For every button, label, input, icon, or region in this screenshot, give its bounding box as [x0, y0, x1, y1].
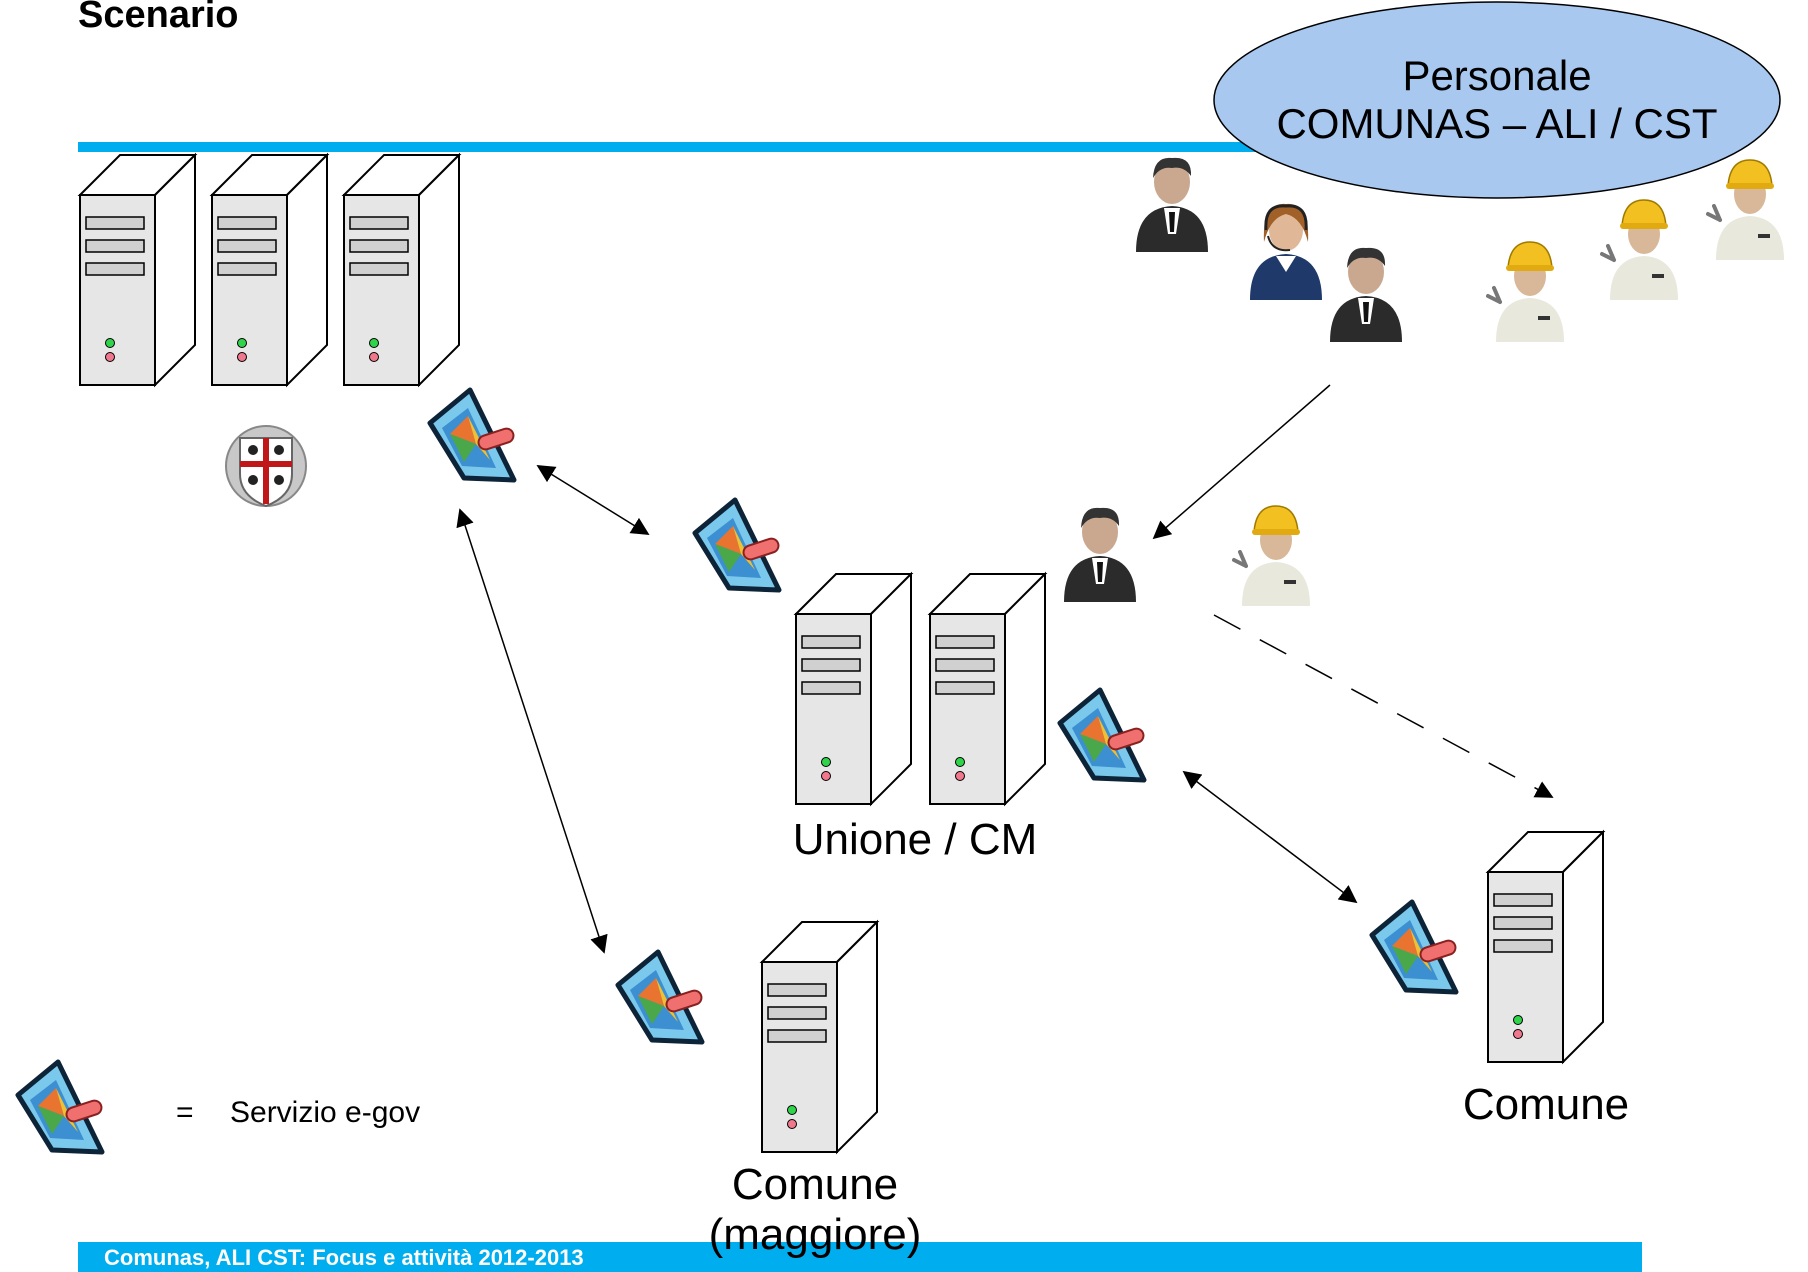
legend-label: Servizio e-gov: [230, 1096, 421, 1129]
egov-service-icon: [430, 390, 515, 480]
link-support-dashed: [1213, 614, 1554, 798]
egov-service-icon: [695, 500, 780, 590]
link-region-comune-maggiore: [456, 508, 608, 954]
link-unione-comune: [1182, 770, 1358, 904]
region-servers: [79, 154, 460, 386]
link-staff-assign: [1152, 384, 1331, 540]
egov-service-icon: [1372, 902, 1457, 992]
label-comune: Comune: [1462, 1080, 1630, 1129]
server-icon: [343, 154, 460, 386]
staff-bubble-text: Personale COMUNAS – ALI / CST: [1214, 52, 1780, 148]
server-icon: [929, 573, 1046, 805]
server-icon: [761, 921, 878, 1153]
worker-icon: [1600, 198, 1680, 302]
server-icon: [211, 154, 328, 386]
server-icon: [79, 154, 196, 386]
person-icon: [1064, 507, 1136, 602]
coat-of-arms-icon: [225, 425, 307, 508]
worker-icon: [1706, 158, 1786, 262]
legend-egov-icon: [18, 1062, 103, 1152]
header-bar: [78, 142, 1298, 152]
staff-bubble-line2: COMUNAS – ALI / CST: [1276, 100, 1718, 147]
footer-text: Comunas, ALI CST: Focus e attività 2012-…: [104, 1245, 584, 1270]
egov-service-icon: [618, 952, 703, 1042]
label-comune-maggiore: Comune: [680, 1160, 950, 1210]
label-comune-maggiore-line2: (maggiore): [708, 1210, 922, 1259]
worker-icon: [1232, 504, 1312, 608]
server-icon: [1487, 831, 1604, 1063]
server-icon: [795, 573, 912, 805]
staff-bubble-line1: Personale: [1402, 52, 1592, 99]
page-title: Scenario: [78, 0, 239, 36]
egov-service-icon: [1060, 690, 1145, 780]
staff-bubble: [1213, 1, 1781, 199]
worker-icon: [1486, 240, 1566, 344]
link-region-unione: [536, 465, 650, 535]
operator-icon: [1248, 202, 1324, 302]
legend-equals: =: [176, 1096, 194, 1129]
person-icon: [1136, 157, 1208, 252]
label-comune-maggiore-line1: Comune: [731, 1160, 899, 1209]
label-unione: Unione / CM: [792, 815, 1038, 864]
person-icon: [1330, 247, 1402, 342]
